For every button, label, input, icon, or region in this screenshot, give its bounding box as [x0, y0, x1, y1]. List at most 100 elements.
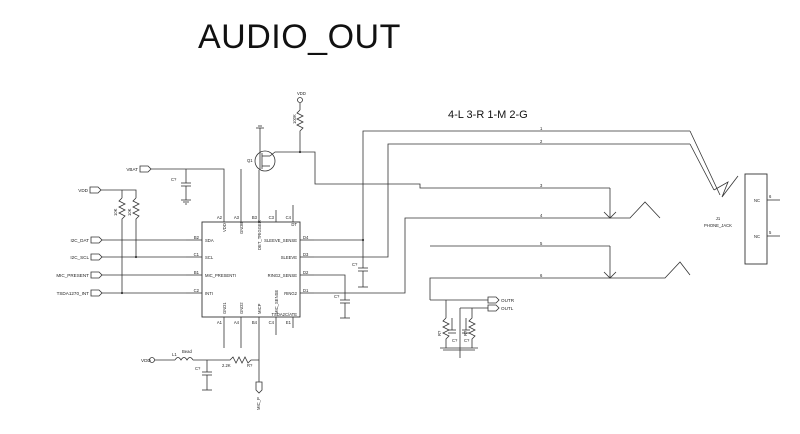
ic-pin-num: C4	[286, 215, 292, 220]
svg-text:Q1: Q1	[247, 158, 253, 163]
ic-pin-name: MIC_PRESENTI	[205, 273, 236, 278]
svg-text:MIC_PRESENT: MIC_PRESENT	[56, 273, 89, 278]
ic-pin-num: C4	[269, 320, 275, 325]
ic-pin-num: A3	[234, 215, 240, 220]
ic-pin-name: GND1	[222, 302, 227, 314]
ic-pin-num: A4	[234, 320, 240, 325]
ic-pin-name: SLEEVE_SENSE	[264, 238, 297, 243]
net-port-tsda-int: TSDA1270_INT	[57, 289, 186, 297]
left-net-ports: I2C_DAT I2C_SCL MIC_PRESENT TSDA1270_INT…	[56, 186, 186, 297]
ic-pin-num: A1	[217, 320, 223, 325]
ic-pin-num: B1	[194, 270, 200, 275]
svg-text:I2C_SCL: I2C_SCL	[70, 255, 89, 260]
ic-bottom-pins: A1 A4 B4 C4 E1 GND1 GND2 MICP MIC_SENSE …	[217, 290, 297, 328]
ic-body	[201, 221, 301, 318]
svg-text:C?: C?	[352, 262, 358, 267]
svg-text:5: 5	[540, 241, 543, 246]
cap-label: C?	[171, 177, 177, 182]
svg-text:5: 5	[769, 230, 772, 235]
svg-text:MIC_P: MIC_P	[256, 397, 261, 410]
svg-text:100K: 100K	[292, 114, 297, 124]
svg-text:6: 6	[769, 194, 772, 199]
net-port-i2c-scl: I2C_SCL	[70, 253, 186, 261]
ic-pin-name: DET_TRIGGER	[257, 220, 262, 250]
svg-text:VBAT: VBAT	[126, 167, 138, 172]
ic-pin-name: SDA	[205, 238, 214, 243]
ic-pin-name: RING2_SENSE	[268, 273, 298, 278]
svg-text:C?: C?	[464, 338, 470, 343]
svg-text:VDD: VDD	[141, 358, 151, 363]
ic-pin-num: B2	[194, 235, 200, 240]
ic-pin-num: D2	[303, 270, 309, 275]
ic-pin-num: D4	[303, 235, 309, 240]
resistor-pullup-2: 10K	[127, 197, 140, 257]
svg-text:10K: 10K	[127, 208, 132, 216]
ic-pin-name: INTI	[205, 291, 213, 296]
ic-right-pins: D4 SLEEVE_SENSE D3 SLEEVE D2 RING2_SENSE…	[264, 235, 314, 296]
ic-pin-num: C1	[194, 252, 200, 257]
net-port-outl	[487, 304, 500, 312]
ic-pin-num: C3	[269, 215, 275, 220]
svg-text:R?: R?	[437, 330, 442, 336]
svg-text:2: 2	[540, 139, 543, 144]
vbat-supply: VBAT C?	[126, 165, 225, 210]
svg-text:C?: C?	[452, 338, 458, 343]
ic-pin-num: D3	[303, 252, 309, 257]
mic-network: VDD L1 Bead C? 2.2K R? MIC_P	[141, 328, 277, 410]
svg-text:C?: C?	[195, 366, 201, 371]
ic-pin-num: B4	[252, 320, 258, 325]
ic-pin-num: E1	[286, 320, 292, 325]
svg-text:4: 4	[540, 213, 543, 218]
svg-text:J1: J1	[716, 216, 721, 221]
ic-pin-name: MIC_SENSE	[274, 290, 279, 314]
svg-text:VDD: VDD	[297, 91, 306, 96]
svg-text:VDD: VDD	[78, 188, 88, 193]
net-port-outr	[487, 296, 500, 304]
ic-pin-name: TSDA2C/ATE	[271, 312, 297, 317]
svg-text:10K: 10K	[113, 208, 118, 216]
ic-pin-name: GND2	[239, 302, 244, 314]
ic-top-pins: A2 A3 B3 C3 C4 VDD GNDB DET_TRIGGER DT	[217, 210, 297, 250]
svg-text:6: 6	[540, 273, 543, 278]
svg-text:PHONE_JACK: PHONE_JACK	[704, 223, 732, 228]
diagram-title: AUDIO_OUT	[198, 18, 401, 56]
net-port-vdd-left: VDD	[78, 186, 137, 198]
svg-text:TSDA1270_INT: TSDA1270_INT	[57, 291, 90, 296]
ic-pin-name: RING2	[284, 291, 297, 296]
ic-pin-name: VDD	[222, 223, 227, 232]
svg-text:OUTL: OUTL	[501, 306, 514, 311]
jack-pinout-note: 4-L 3-R 1-M 2-G	[448, 109, 528, 121]
svg-text:NC: NC	[754, 198, 760, 203]
svg-text:R?: R?	[247, 363, 253, 368]
output-loads: OUTR OUTL R? R? C? C?	[437, 296, 515, 351]
svg-text:1: 1	[540, 126, 543, 131]
net-port-vbat	[139, 165, 152, 173]
svg-text:2.2K: 2.2K	[222, 363, 231, 368]
ic-pin-name: GNDB	[239, 222, 244, 234]
right-side-wiring: C? C?	[292, 130, 550, 358]
svg-text:OUTR: OUTR	[501, 298, 515, 303]
ic-left-pins: B2 SDA C1 SCL B1 MIC_PRESENTI C2 INTI	[186, 235, 236, 296]
svg-text:3: 3	[540, 183, 543, 188]
transistor-q1: Q1	[247, 125, 300, 210]
ic-pin-num: B3	[252, 215, 258, 220]
ic-pin-name: MICP	[257, 303, 262, 314]
phone-jack-j1: 1 2 3 4 5 6 6 NC 5 NC J1 PHONE_JACK	[540, 126, 780, 279]
ic-pin-num: C2	[194, 288, 200, 293]
vdd-top: VDD 100K	[292, 91, 550, 189]
svg-text:I2C_DAT: I2C_DAT	[70, 238, 89, 243]
net-port-mic-present: MIC_PRESENT	[56, 271, 186, 279]
svg-text:Bead: Bead	[182, 349, 192, 354]
ic-pin-name: SLEEVE	[281, 255, 298, 260]
vdd-bottom-node	[149, 357, 155, 363]
svg-text:NC: NC	[754, 234, 760, 239]
ic-pin-num: D1	[303, 288, 309, 293]
net-port-i2c-dat: I2C_DAT	[70, 236, 186, 244]
net-port-mic-p	[255, 381, 263, 394]
ic-pin-num: A2	[217, 215, 223, 220]
audio-switch-ic: B2 SDA C1 SCL B1 MIC_PRESENTI C2 INTI D4…	[186, 210, 314, 328]
ic-pin-name: SCL	[205, 255, 214, 260]
resistor-pullup-1: 10K	[113, 197, 126, 293]
svg-text:L1: L1	[172, 352, 177, 357]
